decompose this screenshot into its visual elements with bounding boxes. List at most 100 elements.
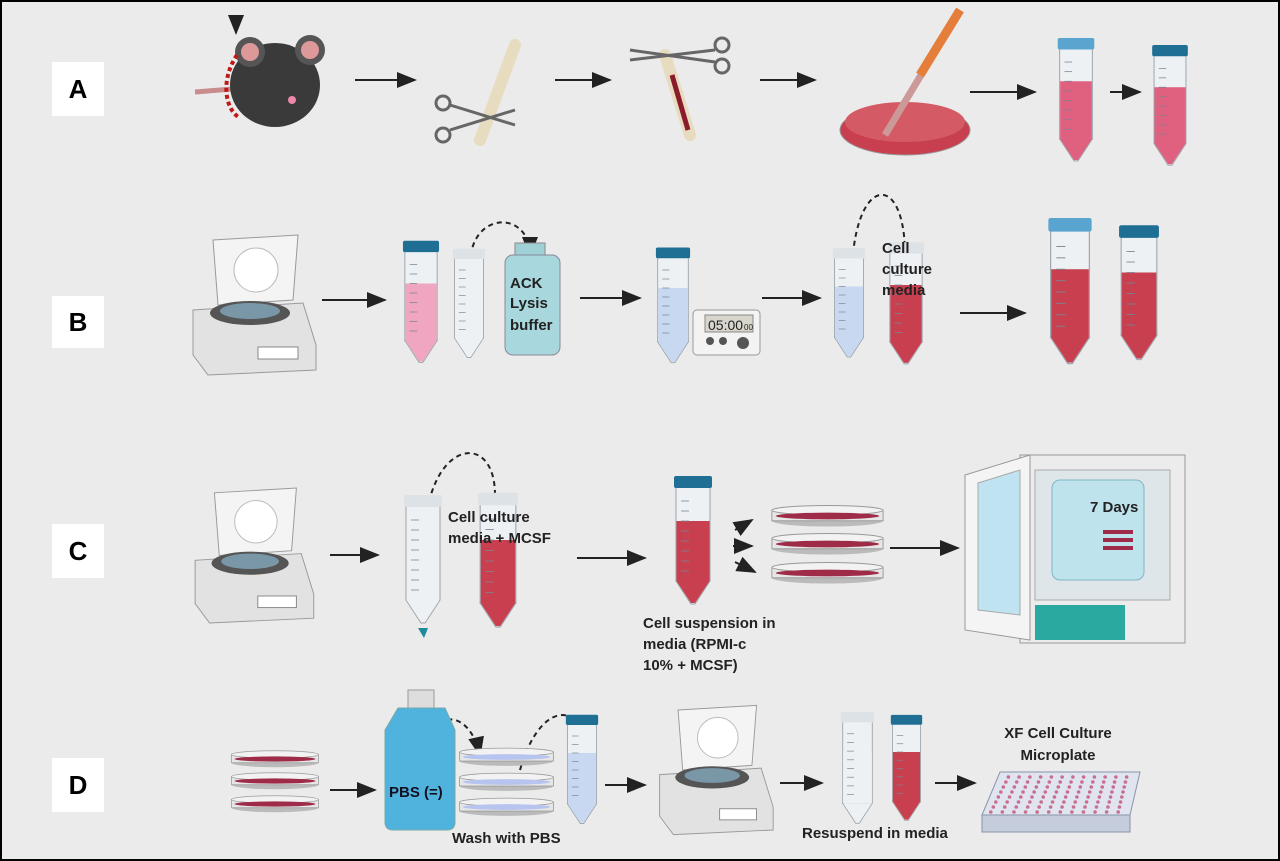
svg-text:00: 00 [744,323,753,332]
microplate-well [1070,810,1074,814]
microplate-well [1049,775,1054,779]
microplate-well [1039,800,1043,804]
svg-text:ACK: ACK [510,275,543,292]
tube-pellet [840,711,875,824]
ack-lysis-buffer-bottle: ACK Lysis buffer [504,242,561,356]
microplate-well [1018,795,1023,799]
microplate-well [1037,805,1041,809]
microplate-well [1046,810,1051,814]
tube-red [1047,217,1093,365]
microplate-well [1122,785,1127,789]
svg-text:C: C [69,536,88,566]
microplate-well [1043,790,1048,794]
microplate-well [1121,790,1125,794]
microplate-well [1004,780,1008,784]
microplate-well [1096,800,1100,804]
microplate-well [1023,785,1028,789]
microplate-well [1000,810,1005,814]
media-mcsf-label: media + MCSF [448,530,551,547]
tube-pink [1151,44,1189,166]
microplate-well [1106,805,1110,809]
microplate-well [1103,775,1107,779]
culture-dish [231,772,319,790]
incubator: 7 Days [964,454,1186,644]
svg-text:Lysis: Lysis [510,295,548,312]
microplate-well [1021,790,1025,794]
microplate-well [1081,775,1086,779]
tube-pink [402,240,440,363]
microplate-well [1110,790,1114,794]
microplate-well [1076,790,1081,794]
microplate-well [1007,795,1012,799]
microplate-well [1016,800,1021,804]
microplate-well [1123,780,1128,784]
xf-microplate [981,771,1141,833]
timer: 05:00 00 [692,309,761,356]
arrows [322,72,1142,798]
tube-pellet [403,494,443,624]
tube-light-blue [565,714,599,825]
microplate-well [1054,790,1059,794]
microplate-well [1048,805,1053,809]
microplate-well [1060,775,1064,779]
tube-pink [1057,37,1095,162]
microplate-well [1032,790,1036,794]
arrow [732,518,754,537]
microplate-well [1023,810,1028,814]
microplate-well [999,790,1003,794]
femur-with-scissors [434,39,521,146]
microplate-well [1100,785,1105,789]
row-label-b: B [52,296,104,348]
microplate-well [988,810,993,814]
microplate-well [1017,775,1021,779]
svg-text:A: A [69,74,88,104]
microplate-well [1045,785,1050,789]
cell-culture-media-label: media [882,282,926,299]
cell-suspension-label: media (RPMI-c [643,636,746,653]
svg-text:D: D [69,770,88,800]
microplate-well [1118,800,1123,804]
microplate-well [1071,805,1076,809]
tube-red [890,714,923,821]
tube-empty [452,248,486,359]
tube-red [1118,224,1160,361]
microplate-well [1108,795,1113,799]
microplate-well [1006,775,1011,779]
microplate-well [1062,800,1066,804]
microplate-well [1092,775,1097,779]
microplate-well [1012,810,1016,814]
microplate-well [1002,805,1007,809]
microplate-well [1065,790,1070,794]
svg-text:PBS (=): PBS (=) [389,784,443,801]
microplate-well [991,805,996,809]
microplate-well [994,800,998,804]
microplate-well [1097,795,1102,799]
wash-dish [459,797,554,817]
microplate-well [1025,780,1030,784]
microplate-well [1050,800,1055,804]
svg-text:buffer: buffer [510,317,553,334]
microplate-well [1073,800,1078,804]
tube-red [673,475,713,605]
microplate-well [1120,795,1124,799]
microplate-label: Microplate [1020,747,1095,764]
resuspend-label: Resuspend in media [802,825,949,842]
microplate-well [1056,785,1061,789]
microplate-well [1111,785,1116,789]
microplate-well [1071,775,1075,779]
microplate-well [1089,785,1094,789]
microplate-well [1091,780,1095,784]
culture-dish [771,561,884,585]
microplate-well [1116,810,1121,814]
microplate-well [1047,780,1052,784]
microplate-well [996,795,1001,799]
microplate-well [1060,805,1064,809]
microplate-well [1063,795,1068,799]
microplate-well [1078,785,1083,789]
pbs-bottle: PBS (=) [384,689,456,831]
microplate-well [1080,780,1084,784]
microplate-well [1025,805,1030,809]
microplate-well [1083,805,1087,809]
microplate-well [1035,810,1039,814]
